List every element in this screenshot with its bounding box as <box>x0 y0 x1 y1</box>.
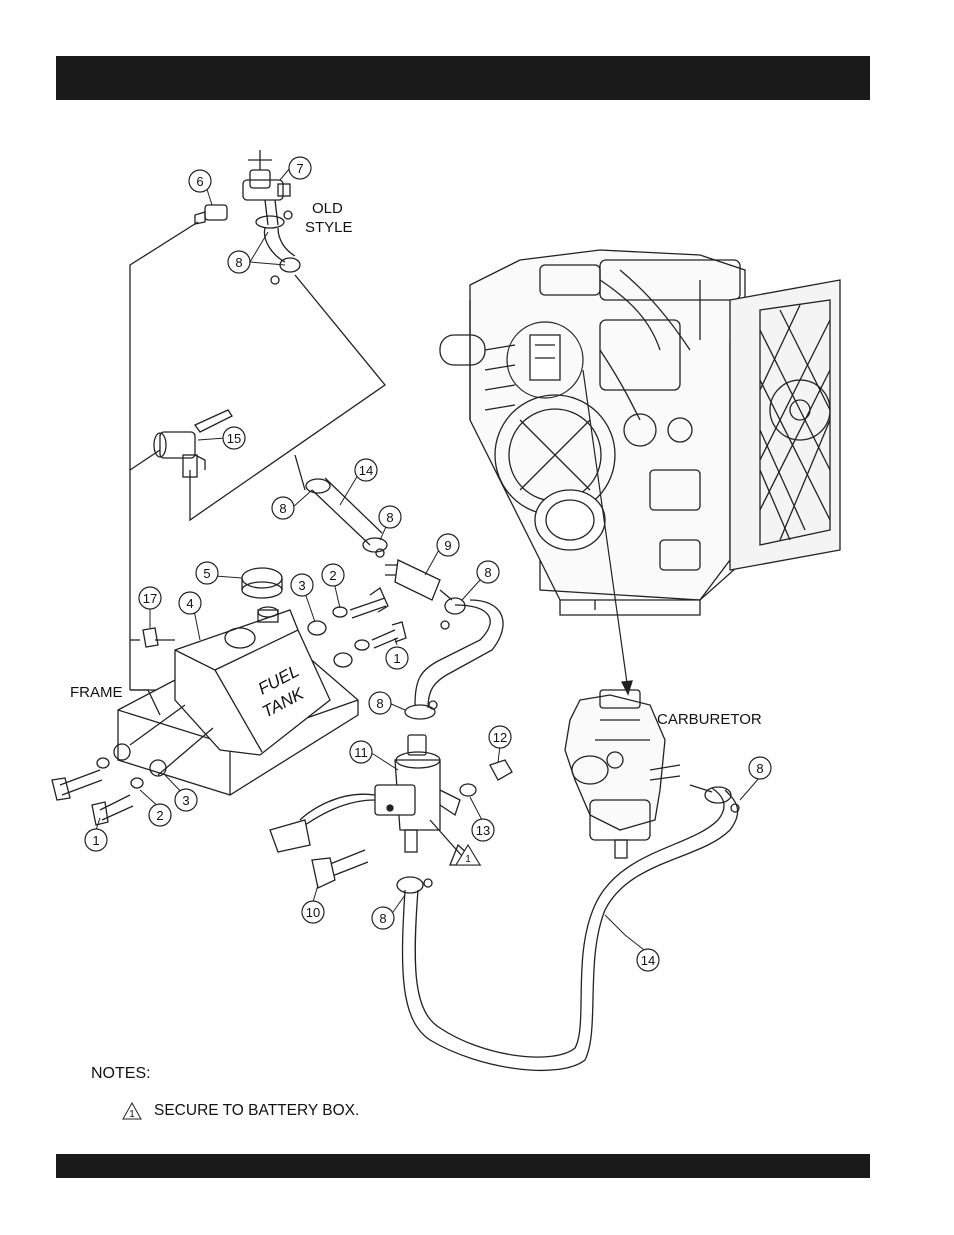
callout-8: 8 <box>376 696 383 711</box>
callout-11: 11 <box>354 745 368 760</box>
label-frame: FRAME <box>70 684 123 701</box>
fuel-filter-9 <box>385 560 452 600</box>
callout-3: 3 <box>182 793 189 808</box>
hose-upper <box>306 478 387 557</box>
callout-3: 3 <box>298 578 305 593</box>
callout-8: 8 <box>484 565 491 580</box>
hose-filter-to-pump <box>405 598 503 719</box>
warning-triangle-icon: 1 <box>122 1102 142 1120</box>
notes-title: NOTES: <box>91 1065 151 1083</box>
callout-4: 4 <box>186 596 193 611</box>
hose-lower <box>397 785 739 1070</box>
callout-8: 8 <box>235 255 242 270</box>
callout-14: 14 <box>641 953 655 968</box>
callout-5: 5 <box>203 566 210 581</box>
fitting-17 <box>143 628 175 647</box>
label-old: OLD <box>312 200 343 217</box>
callout-13: 13 <box>476 823 490 838</box>
callout-9: 9 <box>444 538 451 553</box>
callout-14: 14 <box>359 463 373 478</box>
callout-17: 17 <box>143 591 157 606</box>
callout-1: 1 <box>92 833 99 848</box>
engine-illustration <box>440 250 840 615</box>
callout-8: 8 <box>379 911 386 926</box>
note-item-1: 1 SECURE TO BATTERY BOX. <box>122 1102 359 1120</box>
callout-1: 1 <box>393 651 400 666</box>
callout-2: 2 <box>329 568 336 583</box>
note-item-1-text: SECURE TO BATTERY BOX. <box>154 1102 359 1120</box>
callout-2: 2 <box>156 808 163 823</box>
svg-text:1: 1 <box>129 1109 135 1120</box>
callout-8: 8 <box>386 510 393 525</box>
callout-8: 8 <box>756 761 763 776</box>
label-style: STYLE <box>305 219 353 236</box>
callout-8: 8 <box>279 501 286 516</box>
label-carburetor: CARBURETOR <box>657 711 762 728</box>
callout-6: 6 <box>196 174 203 189</box>
callout-7: 7 <box>296 161 303 176</box>
callout-15: 15 <box>227 431 241 446</box>
callout-10: 10 <box>306 905 320 920</box>
shutoff-valve-15 <box>154 410 232 477</box>
callout-12: 12 <box>493 730 507 745</box>
note-marker: 1 <box>465 854 471 865</box>
